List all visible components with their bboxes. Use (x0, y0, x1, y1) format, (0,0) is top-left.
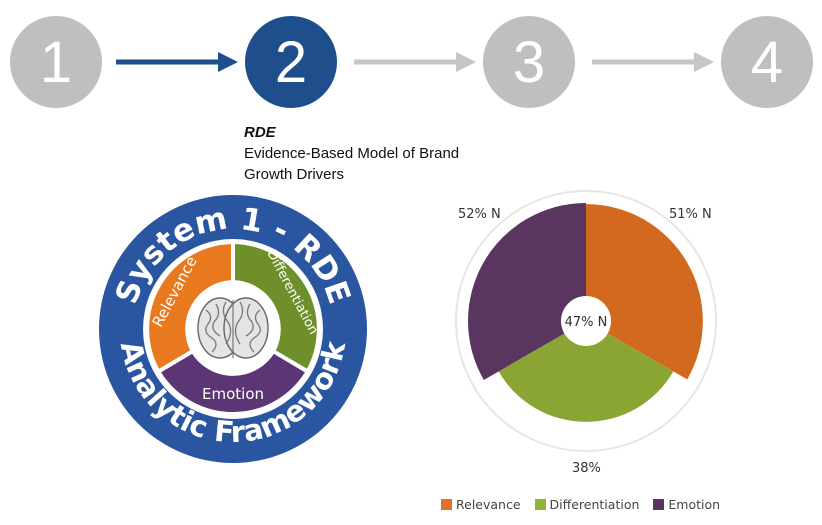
arrow-3-4-icon (592, 52, 714, 72)
emotion-value-label: 52% N (458, 207, 501, 222)
differentiation-value-label: 38% (572, 461, 601, 476)
chart-legend: Relevance Differentiation Emotion (441, 497, 734, 512)
chart-slice-emotion (468, 203, 586, 380)
brain-icon (197, 297, 269, 359)
description-title: RDE (244, 124, 276, 141)
relevance-segment (145, 239, 235, 375)
legend-swatch-relevance (441, 499, 452, 510)
description-line-1: Evidence-Based Model of Brand (244, 145, 460, 162)
rde-chart: 47% N (455, 190, 717, 452)
chart-center-hole (561, 296, 611, 346)
legend-item-relevance: Relevance (441, 497, 521, 512)
arrow-1-2-icon (116, 52, 238, 72)
chart-slice-differentiation (498, 321, 674, 422)
emotion-label: Emotion (202, 385, 264, 403)
step-1-label: 1 (39, 29, 73, 95)
description-line-2: Growth Drivers (244, 166, 345, 183)
step-description: RDE Evidence-Based Model of Brand Growth… (244, 122, 459, 185)
arrow-2-3-icon (354, 52, 476, 72)
legend-item-emotion: Emotion (653, 497, 720, 512)
legend-label-emotion: Emotion (668, 497, 721, 512)
rde-framework-logo: System 1 - RDE Analytic Framework Releva… (99, 195, 367, 463)
chart-center-label: 47% N (565, 315, 608, 330)
step-2-label: 2 (274, 29, 308, 95)
legend-label-relevance: Relevance (456, 497, 521, 512)
step-4-circle: 4 (721, 16, 813, 108)
chart-slice-relevance (586, 204, 703, 380)
legend-item-differentiation: Differentiation (534, 497, 640, 512)
step-3-label: 3 (512, 29, 546, 95)
legend-swatch-differentiation (534, 499, 546, 510)
step-1-circle: 1 (10, 16, 102, 108)
relevance-value-label: 51% N (669, 207, 712, 222)
emotion-segment (155, 348, 311, 417)
step-2-circle: 2 (245, 16, 337, 108)
differentiation-segment (231, 239, 321, 375)
legend-swatch-emotion (653, 499, 665, 510)
step-4-label: 4 (750, 29, 784, 95)
step-3-circle: 3 (483, 16, 575, 108)
legend-label-differentiation: Differentiation (549, 497, 640, 512)
